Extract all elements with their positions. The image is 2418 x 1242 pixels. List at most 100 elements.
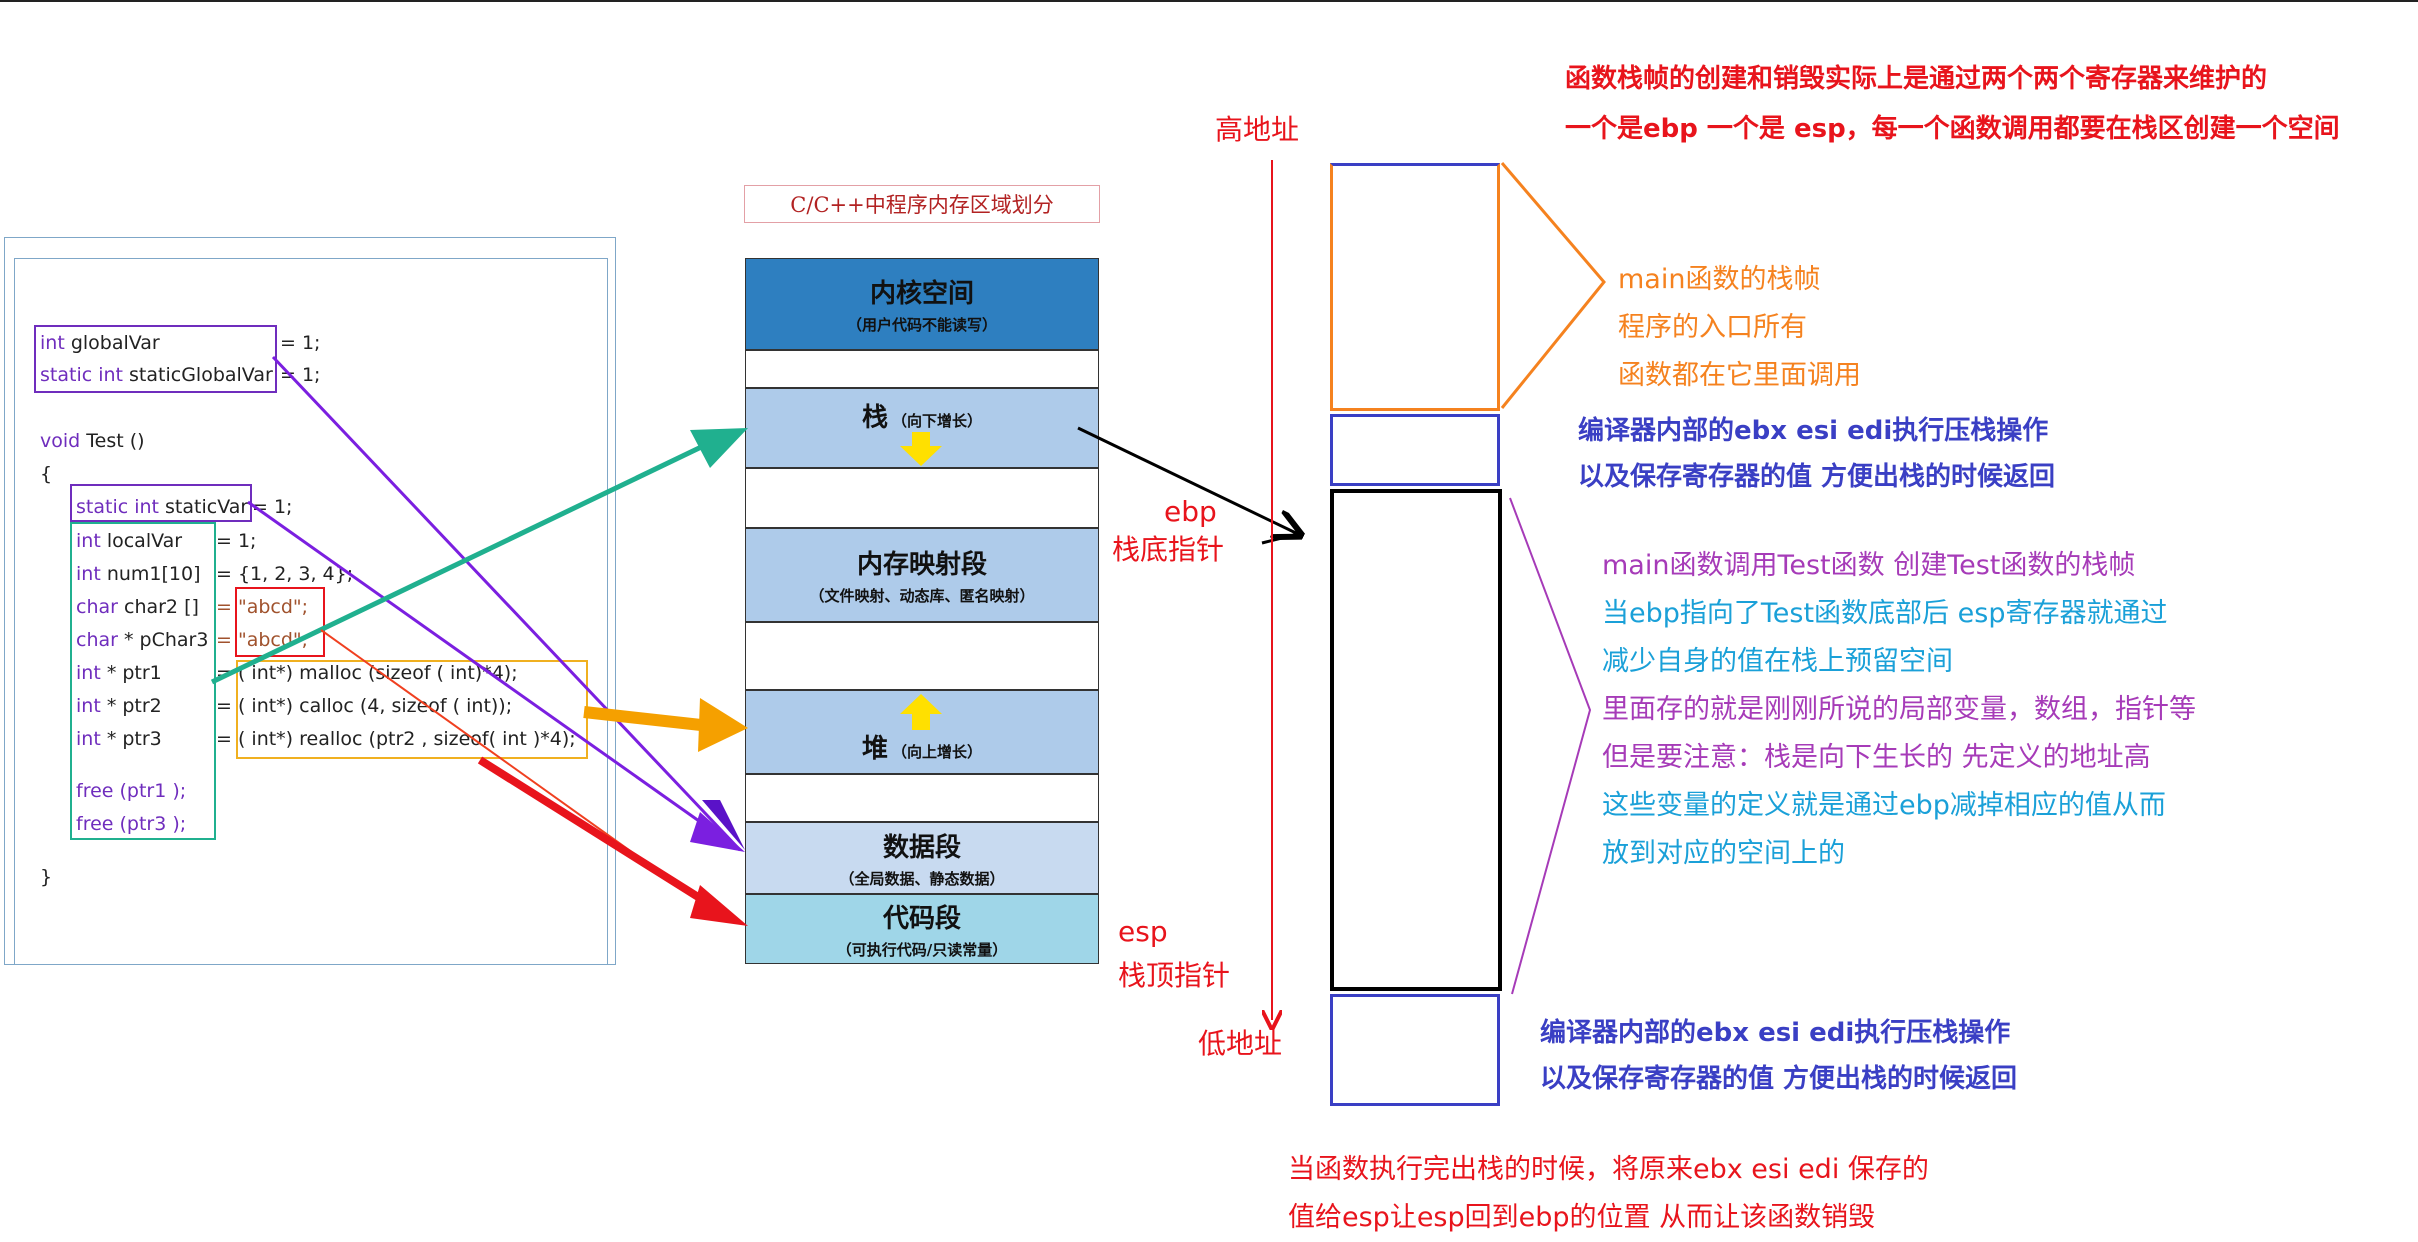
note-test-6: 这些变量的定义就是通过ebp减掉相应的值从而 [1602,790,2166,821]
esp-label: esp [1118,915,1168,948]
note-push2-b: 以及保存寄存器的值 方便出栈的时候返回 [1540,1064,2018,1094]
note-main-3: 函数都在它里面调用 [1618,360,1861,391]
code-keyword: int [76,662,101,684]
code-keyword: static int [40,364,123,386]
arrow-alloc-to-heap [583,706,711,732]
test-frame-box [1330,489,1502,991]
note-test-1: main函数调用Test函数 创建Test函数的栈帧 [1602,550,2136,581]
code-keyword: char [76,596,118,618]
code-ptr2-init: = ( int*) calloc (4, sizeof ( int)); [216,695,513,717]
code-num1: int num1[10] [76,563,201,585]
code-keyword: int [76,728,101,750]
stack-down-arrow [900,432,942,466]
code-keyword: int [76,530,101,552]
segment-gap-2 [745,468,1099,528]
memory-layout-title: C/C++中程序内存区域划分 [744,185,1100,223]
string-literal-box [235,587,325,657]
code-ptr1-init: = ( int*) malloc (sizeof ( int)*4); [216,662,518,684]
segment-mmap-sub: （文件映射、动态库、匿名映射） [809,587,1035,605]
code-ptr3-init: = ( int*) realloc (ptr2 , sizeof( int )*… [216,728,576,750]
code-open-brace: { [40,463,53,485]
code-panel [14,258,608,965]
arrowhead-data-1 [690,812,745,852]
arrowhead-stack [690,428,748,468]
code-keyword: int [40,332,65,354]
code-char2: char char2 [] [76,596,199,618]
segment-gap-4 [745,774,1099,822]
note-push1-a: 编译器内部的ebx esi edi执行压栈操作 [1578,416,2049,446]
code-ptr1: int * ptr1 [76,662,162,684]
code-char2-init: = "abcd"; [216,596,309,618]
high-address-label: 高地址 [1215,113,1300,146]
saved-registers-box-2 [1330,994,1500,1106]
code-local-var-init: = 1; [216,530,257,552]
heap-up-arrow [900,694,942,730]
segment-kernel: 内核空间 （用户代码不能读写） [745,258,1099,350]
segment-mmap: 内存映射段 （文件映射、动态库、匿名映射） [745,528,1099,622]
segment-data: 数据段 （全局数据、静态数据） [745,822,1099,894]
low-address-label: 低地址 [1198,1027,1283,1060]
segment-heap-sub: （向上增长） [892,743,983,761]
esp-desc-label: 栈顶指针 [1118,959,1231,992]
segment-code-title: 代码段 [882,904,961,934]
arrowhead-data-2 [702,800,745,850]
code-num1-init: = {1, 2, 3, 4}; [216,563,354,585]
code-local-var: int localVar [76,530,183,552]
segment-gap-1 [745,350,1099,388]
segment-gap-3 [745,622,1099,690]
note-test-4: 里面存的就是刚刚所说的局部变量，数组，指针等 [1602,694,2196,725]
ebp-label: ebp [1164,495,1217,528]
segment-mmap-title: 内存映射段 [856,550,987,580]
segment-stack: 栈 （向下增长） [745,388,1099,468]
note-bottom-2: 值给esp让esp回到ebp的位置 从而让该函数销毁 [1288,1202,1876,1233]
note-test-3: 减少自身的值在栈上预留空间 [1602,646,1953,677]
main-frame-brace [1500,162,1606,409]
arrow-stack-to-frame [1077,426,1298,534]
code-keyword: char [76,629,118,651]
arrowhead-heap [698,698,748,752]
note-push2-a: 编译器内部的ebx esi edi执行压栈操作 [1540,1018,2011,1048]
saved-registers-box-1 [1330,414,1500,486]
segment-data-sub: （全局数据、静态数据） [839,870,1005,888]
code-func-sig: void Test () [40,430,145,452]
arrow-locals-to-stack [210,435,722,685]
top-border [0,0,2418,2]
note-main-2: 程序的入口所有 [1618,312,1807,343]
note-top-1: 函数栈帧的创建和销毁实际上是通过两个两个寄存器来维护的 [1565,64,2268,94]
note-test-5: 但是要注意：栈是向下生长的 先定义的地址高 [1602,742,2151,773]
segment-heap-title: 堆 [861,734,888,764]
arrow-globals-to-data [271,355,742,852]
test-frame-brace [1509,497,1592,995]
code-static-global: static int staticGlobalVar [40,364,273,386]
code-ptr3: int * ptr3 [76,728,162,750]
note-test-7: 放到对应的空间上的 [1602,838,1845,869]
segment-data-title: 数据段 [882,833,961,863]
note-bottom-1: 当函数执行完出栈的时候，将原来ebx esi edi 保存的 [1288,1154,1929,1185]
code-keyword: int [76,695,101,717]
note-push1-b: 以及保存寄存器的值 方便出栈的时候返回 [1578,462,2056,492]
code-keyword: static int [76,496,159,518]
code-free1: free (ptr1 ); [76,780,187,802]
segment-code-sub: （可执行代码/只读常量） [836,941,1008,959]
segment-stack-sub: （向下增长） [892,412,983,430]
code-ptr2: int * ptr2 [76,695,162,717]
arrowhead-code [690,885,748,926]
code-free3: free (ptr3 ); [76,813,187,835]
segment-code: 代码段 （可执行代码/只读常量） [745,894,1099,964]
code-pchar3: char * pChar3 [76,629,209,651]
code-global-var-init: = 1; [280,332,321,354]
arrow-static-to-data [247,500,741,852]
ebp-desc-label: 栈底指针 [1112,533,1225,566]
code-keyword: void [40,430,81,452]
note-main-1: main函数的栈帧 [1618,264,1821,295]
segment-kernel-title: 内核空间 [869,279,974,309]
code-keyword: int [76,563,101,585]
note-top-2: 一个是ebp 一个是 esp，每一个函数调用都要在栈区创建一个空间 [1565,114,2340,144]
segment-kernel-sub: （用户代码不能读写） [846,316,997,334]
ebp-pointer-arrow [1261,532,1299,545]
code-static-var: static int staticVar [76,496,249,518]
code-global-var: int globalVar [40,332,160,354]
code-close-brace: } [40,866,53,888]
segment-stack-title: 栈 [861,403,888,433]
